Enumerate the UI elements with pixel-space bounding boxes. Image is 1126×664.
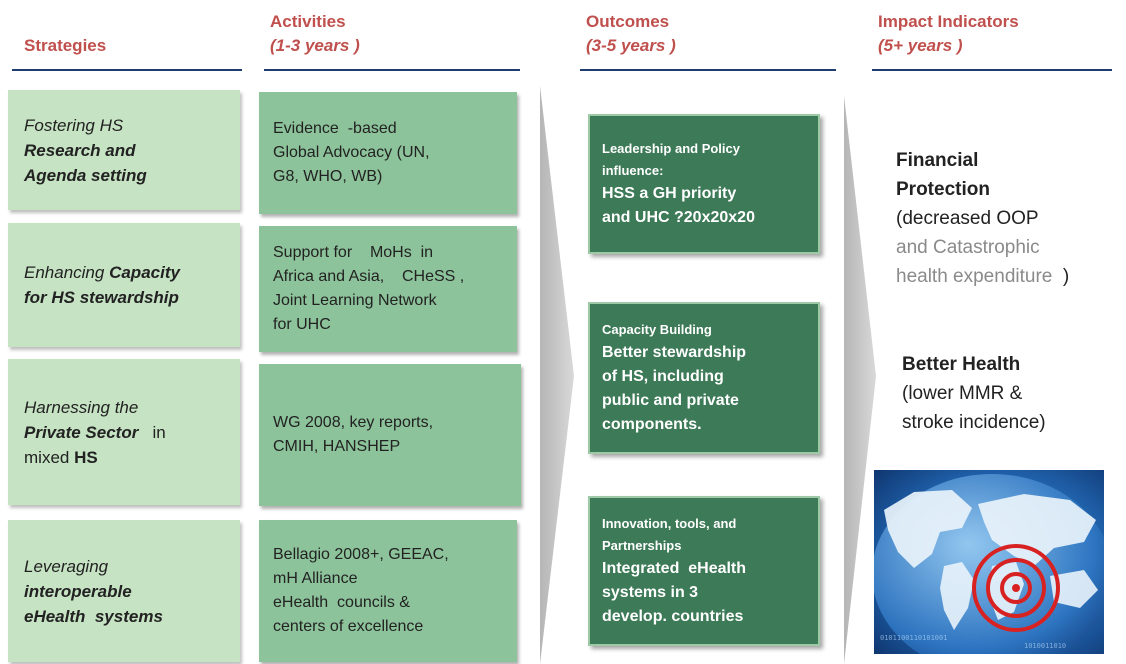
strategy-3-line1: Harnessing the: [24, 397, 139, 417]
activity-4-line4: centers of excellence: [273, 618, 424, 635]
strategy-4-line3: eHealth systems: [24, 606, 163, 626]
outcome-3-small2: Partnerships: [602, 538, 682, 553]
strategy-2-line2: for HS stewardship: [24, 288, 179, 307]
activity-box-advocacy: Evidence -based Global Advocacy (UN, G8,…: [259, 92, 517, 214]
strategy-3-line2a: Private Sector: [24, 422, 139, 442]
strategy-1-line3: Agenda setting: [24, 165, 147, 185]
header-activities-title: Activities: [270, 12, 346, 31]
activity-box-reports: WG 2008, key reports, CMIH, HANSHEP: [259, 364, 521, 506]
activity-1-line2: Global Advocacy (UN,: [273, 144, 430, 161]
outcome-3-big3: develop. countries: [602, 608, 744, 625]
rule-activities: [264, 69, 520, 71]
activity-2-line1: Support for MoHs in: [273, 244, 434, 261]
header-outcomes: Outcomes (3-5 years ): [586, 10, 676, 58]
strategy-4-line1: Leveraging: [24, 556, 109, 576]
header-activities-sub: (1-3 years ): [270, 36, 360, 55]
outcome-2-small1: Capacity Building: [602, 322, 712, 337]
svg-text:0101100110101001: 0101100110101001: [880, 634, 947, 642]
activity-3-line1: WG 2008, key reports,: [273, 414, 434, 431]
impact-health-title: Better Health: [902, 354, 1021, 375]
strategy-3-line2b: in: [138, 422, 166, 442]
svg-text:1010011010: 1010011010: [1024, 642, 1066, 650]
activity-box-support: Support for MoHs in Africa and Asia, CHe…: [259, 226, 517, 352]
impact-fin-line1: (decreased OOP: [896, 208, 1039, 229]
rule-impact: [872, 69, 1112, 71]
outcome-2-big3: public and private: [602, 392, 739, 409]
outcome-box-capacity: Capacity Building Better stewardship of …: [588, 302, 820, 454]
header-impact-sub: (5+ years ): [878, 36, 963, 55]
activity-2-line4: for UHC: [273, 316, 331, 333]
header-impact-title: Impact Indicators: [878, 12, 1019, 31]
outcome-box-leadership: Leadership and Policy influence: HSS a G…: [588, 114, 820, 254]
impact-better-health: Better Health (lower MMR & stroke incide…: [902, 350, 1046, 437]
outcome-1-big2: and UHC ?20x20x20: [602, 209, 755, 226]
strategy-4-line2: interoperable: [24, 581, 132, 601]
strategy-box-research: Fostering HS Research and Agenda setting: [8, 90, 240, 210]
impact-fin-title2: Protection: [896, 179, 990, 200]
strategy-1-line1: Fostering HS: [24, 115, 124, 135]
arrow-chevron-1: [540, 86, 574, 664]
header-strategies: Strategies: [24, 36, 107, 55]
impact-fin-line3: health expenditure: [896, 266, 1053, 287]
outcome-3-small1: Innovation, tools, and: [602, 516, 737, 531]
header-impact: Impact Indicators (5+ years ): [878, 10, 1019, 58]
activity-box-bellagio: Bellagio 2008+, GEEAC, mH Alliance eHeal…: [259, 520, 517, 662]
outcome-3-big2: systems in 3: [602, 584, 699, 601]
outcome-1-small1: Leadership and Policy: [602, 141, 740, 156]
impact-health-line1: (lower MMR &: [902, 383, 1023, 404]
globe-target-image: 0101100110101001 1010011010: [874, 470, 1104, 654]
strategy-2-line1a: Enhancing: [24, 263, 110, 282]
strategy-1-line2: Research and: [24, 140, 136, 160]
activity-3-line2: CMIH, HANSHEP: [273, 438, 401, 455]
rule-strategies: [12, 69, 242, 71]
outcome-3-big1: Integrated eHealth: [602, 560, 747, 577]
outcome-1-small2: influence:: [602, 163, 664, 178]
strategy-2-line1b: Capacity: [109, 263, 180, 282]
activity-2-line2: Africa and Asia, CHeSS ,: [273, 268, 465, 285]
outcome-1-big1: HSS a GH priority: [602, 185, 737, 202]
activity-1-line3: G8, WHO, WB): [273, 168, 383, 185]
arrow-chevron-2: [844, 96, 876, 664]
strategy-3-line3b: HS: [74, 447, 98, 467]
impact-fin-line2: and Catastrophic: [896, 237, 1040, 258]
outcome-2-big1: Better stewardship: [602, 344, 747, 361]
activity-2-line3: Joint Learning Network: [273, 292, 437, 309]
outcome-2-big2: of HS, including: [602, 368, 724, 385]
strategy-3-line3a: mixed: [24, 447, 75, 467]
outcome-box-innovation: Innovation, tools, and Partnerships Inte…: [588, 496, 820, 646]
strategy-box-private-sector: Harnessing the Private Sector in mixed H…: [8, 359, 240, 505]
outcome-2-big4: components.: [602, 416, 702, 433]
impact-fin-line3b: ): [1052, 266, 1070, 287]
activity-4-line2: mH Alliance: [273, 570, 358, 587]
activity-4-line1: Bellagio 2008+, GEEAC,: [273, 546, 449, 563]
strategy-box-capacity: Enhancing Capacity for HS stewardship: [8, 223, 240, 347]
impact-fin-title1: Financial: [896, 150, 979, 171]
impact-financial-protection: Financial Protection (decreased OOP and …: [896, 146, 1069, 291]
rule-outcomes: [580, 69, 836, 71]
impact-health-line2: stroke incidence): [902, 412, 1046, 433]
header-activities: Activities (1-3 years ): [270, 10, 360, 58]
activity-4-line3: eHealth councils &: [273, 594, 410, 611]
header-outcomes-sub: (3-5 years ): [586, 36, 676, 55]
strategy-box-ehealth: Leveraging interoperable eHealth systems: [8, 520, 240, 662]
activity-1-line1: Evidence -based: [273, 120, 397, 137]
header-outcomes-title: Outcomes: [586, 12, 670, 31]
